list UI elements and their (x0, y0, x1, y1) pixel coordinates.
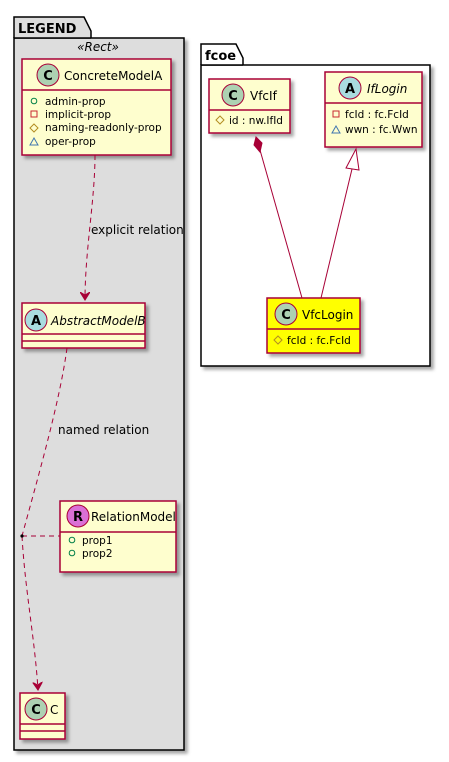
relation-r-icon (66, 504, 90, 528)
class-vfcif[interactable]: C VfcIf id : nw.IfId (208, 78, 291, 134)
relation-inheritance (320, 147, 360, 299)
class-c-icon (36, 63, 60, 87)
class-abstract-model-b[interactable]: A AbstractModelB (21, 302, 146, 349)
public-icon (30, 97, 38, 105)
legend-stereotype: «Rect» (77, 40, 119, 54)
public-icon (68, 549, 76, 557)
attribute: fcId : fc.FcId (345, 109, 409, 121)
abstract-a-icon (24, 308, 48, 332)
protected-icon (273, 335, 283, 345)
class-name: VfcIf (250, 89, 278, 103)
protected-icon (215, 115, 225, 125)
attribute: id : nw.IfId (229, 115, 283, 127)
class-c-icon (274, 302, 298, 326)
protected-icon (29, 123, 39, 133)
class-letter: C (281, 308, 291, 323)
attribute: wwn : fc.Wwn (345, 124, 417, 136)
fcoe-package-title: fcoe (205, 49, 236, 64)
class-iflogin[interactable]: A IfLogin fcId : fc.FcId wwn : fc.Wwn (324, 71, 423, 148)
class-c-icon (24, 697, 48, 721)
attribute: oper-prop (45, 136, 96, 148)
class-name: ConcreteModelA (64, 69, 163, 83)
relation-named: named relation (20, 347, 149, 690)
class-name: IfLogin (367, 82, 407, 96)
class-name: RelationModel (91, 510, 176, 524)
public-icon (68, 536, 76, 544)
package-icon (331, 124, 341, 134)
attribute: prop2 (82, 548, 113, 560)
class-vfclogin[interactable]: C VfcLogin fcId : fc.FcId (266, 297, 361, 354)
attribute: fcId : fc.FcId (287, 335, 351, 347)
attribute: admin-prop (45, 96, 106, 108)
relation-explicit: explicit relation (85, 154, 184, 300)
attribute: naming-readonly-prop (45, 122, 162, 134)
class-letter: C (228, 89, 238, 104)
class-letter: A (31, 314, 41, 329)
class-c[interactable]: C C (19, 692, 66, 740)
class-letter: C (43, 69, 53, 84)
legend-package-title: LEGEND (18, 22, 77, 37)
class-c-icon (221, 83, 245, 107)
class-name: VfcLogin (302, 308, 353, 322)
attribute: implicit-prop (45, 109, 111, 121)
class-letter: A (345, 82, 355, 97)
class-name: AbstractModelB (50, 314, 146, 328)
private-icon (332, 110, 340, 118)
abstract-a-icon (338, 76, 362, 100)
class-name: C (50, 703, 58, 717)
package-icon (29, 136, 39, 146)
private-icon (30, 110, 38, 118)
relation-composition (253, 136, 303, 299)
attribute: prop1 (82, 535, 113, 547)
class-relation-model[interactable]: R RelationModel prop1 prop2 (59, 500, 177, 573)
class-concrete-model-a[interactable]: C ConcreteModelA admin-prop implicit-pro… (21, 58, 172, 156)
class-letter: C (31, 703, 41, 718)
relation-label: named relation (58, 423, 149, 437)
relation-label: explicit relation (91, 223, 184, 237)
class-letter: R (73, 510, 83, 525)
